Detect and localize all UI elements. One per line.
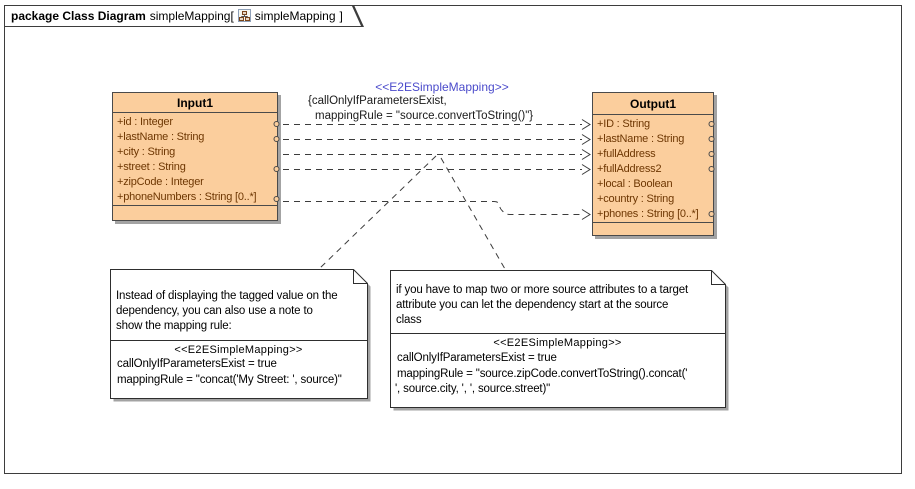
frame-diagram-name: simpleMapping [254, 8, 336, 23]
frame-tab-label: package Class Diagram simpleMapping[ sim… [11, 5, 343, 26]
attribute-fulladdress[interactable]: +fullAddress [597, 148, 656, 160]
attribute-street[interactable]: +street : String [117, 161, 186, 173]
attribute-fulladdress2[interactable]: +fullAddress2 [597, 163, 662, 175]
attribute-city[interactable]: +city : String [117, 146, 176, 158]
note-left[interactable]: Instead of displaying the tagged value o… [110, 269, 371, 402]
note-fold-icon [711, 270, 726, 285]
note-right-tag-line1: callOnlyIfParametersExist = true [397, 352, 557, 364]
note-fold-icon [353, 269, 368, 284]
frame-kind-label: package Class Diagram [11, 8, 146, 23]
class-output1-empty-compartment [593, 222, 713, 235]
note-right[interactable]: if you have to map two or more source at… [390, 270, 729, 411]
attribute-lastname[interactable]: +lastName : String [117, 131, 205, 143]
class-diagram-icon [237, 9, 251, 22]
attribute-local[interactable]: +local : Boolean [597, 178, 673, 190]
dependency-tagged-values-line2[interactable]: mappingRule = "source.convertToString()"… [315, 110, 534, 122]
note-right-shape [390, 270, 729, 411]
frame-close-bracket: ] [339, 8, 343, 23]
note-left-body-line1: Instead of displaying the tagged value o… [116, 290, 338, 302]
class-input1[interactable]: Input1 +id : Integer +lastName : String … [112, 92, 278, 221]
class-output1[interactable]: Output1 +ID : String +lastName : String … [592, 92, 714, 236]
note-left-body-line2: dependency, you can also use a note to [116, 305, 313, 317]
dependency-stereotype[interactable]: <<E2ESimpleMapping>> [375, 80, 509, 94]
class-output1-title: Output1 [593, 93, 713, 115]
frame-tab[interactable] [5, 6, 361, 26]
note-left-stereotype: <<E2ESimpleMapping>> [174, 344, 303, 356]
note-right-tag-line3: ', source.city, ', ', source.street)" [395, 383, 551, 395]
note-left-body-line3: show the mapping rule: [116, 320, 232, 332]
dependency-tagged-values-line1[interactable]: {callOnlyIfParametersExist, [308, 95, 447, 107]
class-input1-title: Input1 [113, 93, 277, 113]
note-right-body-line3: class [396, 314, 422, 326]
note-left-shape [110, 269, 371, 402]
attribute-country[interactable]: +country : String [597, 193, 674, 205]
note-right-tag-line2: mappingRule = "source.zipCode.convertToS… [397, 368, 688, 380]
class-input1-attributes: +id : Integer +lastName : String +city :… [113, 113, 277, 205]
note-right-body-line1: if you have to map two or more source at… [396, 284, 689, 296]
note-right-stereotype: <<E2ESimpleMapping>> [493, 337, 622, 349]
frame-package-name: simpleMapping[ [149, 8, 234, 23]
attribute-id[interactable]: +id : Integer [117, 116, 173, 128]
note-left-tag-line2: mappingRule = "concat('My Street: ', sou… [117, 374, 342, 386]
attribute-phonenumbers[interactable]: +phoneNumbers : String [0..*] [117, 191, 257, 203]
class-output1-attributes: +ID : String +lastName : String +fullAdd… [593, 115, 713, 222]
class-input1-empty-compartment [113, 205, 277, 220]
note-left-tag-line1: callOnlyIfParametersExist = true [117, 358, 277, 370]
attribute-zipcode[interactable]: +zipCode : Integer [117, 176, 204, 188]
attribute-lastname-out[interactable]: +lastName : String [597, 133, 685, 145]
note-right-body-line2: attribute you can let the dependency sta… [396, 299, 669, 311]
attribute-id-upper[interactable]: +ID : String [597, 118, 650, 130]
attribute-phones[interactable]: +phones : String [0..*] [597, 208, 699, 220]
